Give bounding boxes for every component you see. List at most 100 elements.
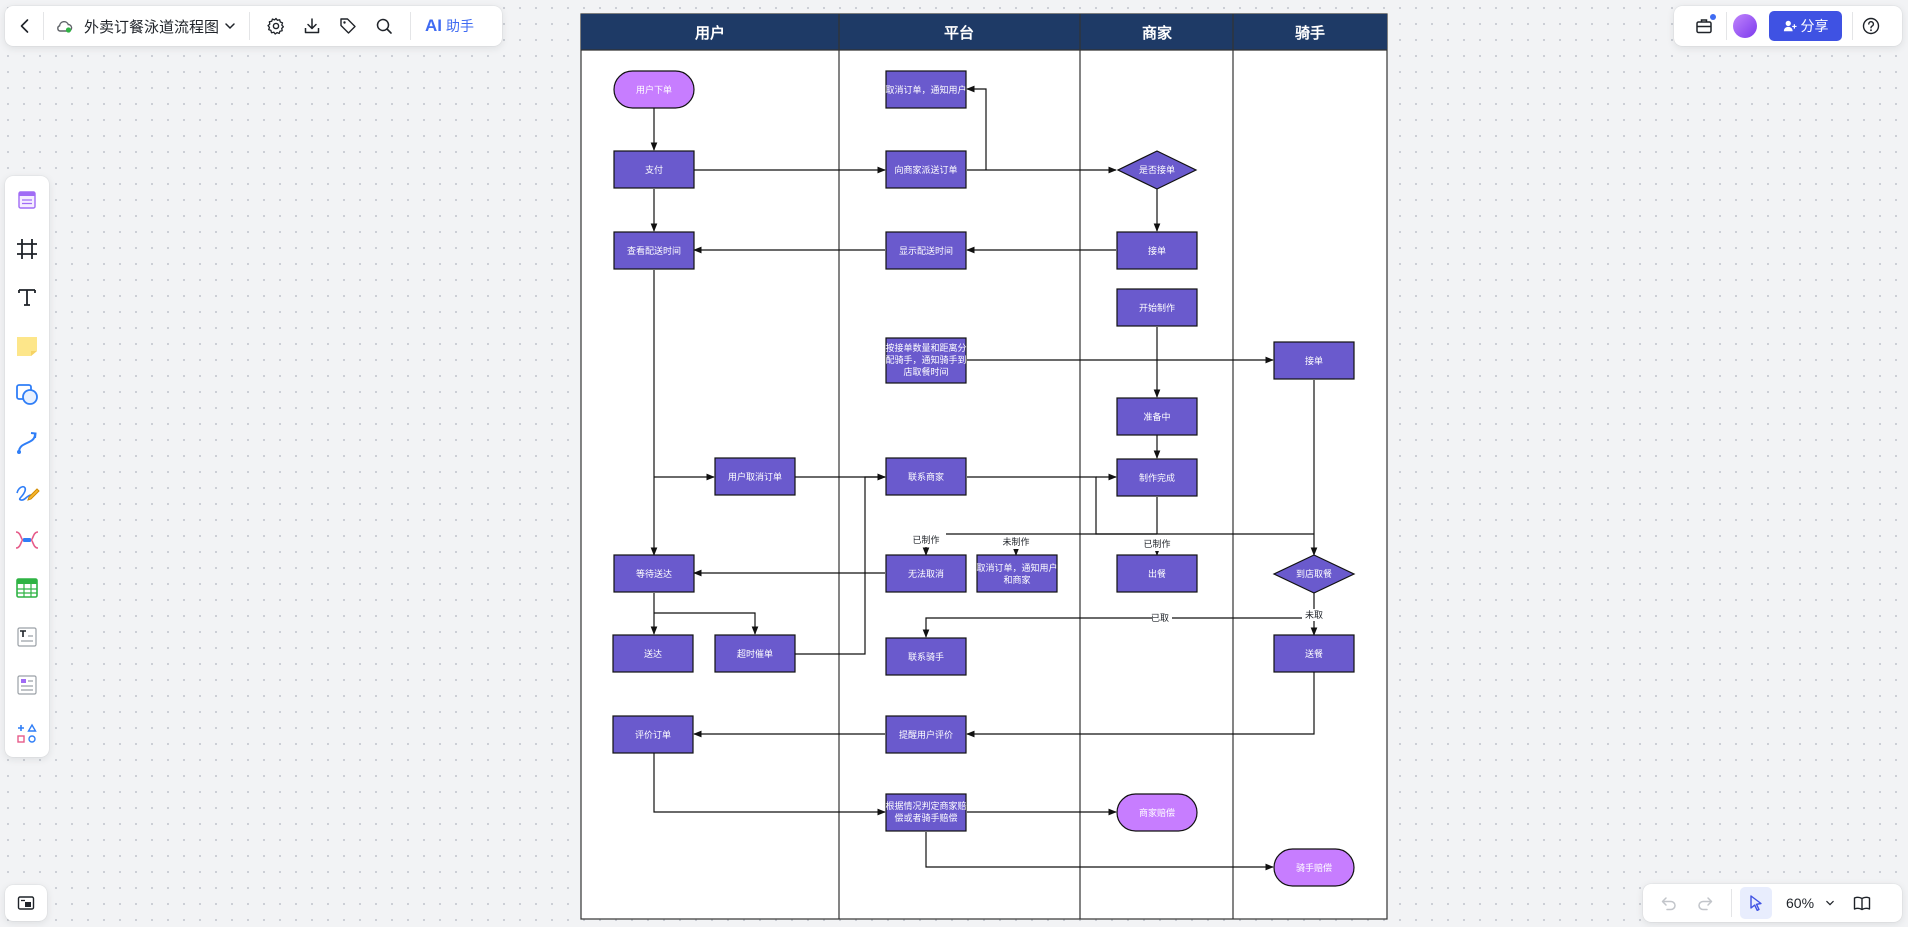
lane-title-merchant: 商家 xyxy=(1142,24,1172,42)
template-tool[interactable] xyxy=(5,176,49,225)
avatar[interactable] xyxy=(1733,14,1757,38)
node-remind-user-rate[interactable]: 提醒用户评价 xyxy=(885,715,967,754)
zoom-level: 60% xyxy=(1786,895,1815,911)
select-tool-button[interactable] xyxy=(1740,887,1772,919)
title-dropdown-button[interactable] xyxy=(219,8,241,44)
node-preparing[interactable]: 准备中 xyxy=(1116,397,1198,436)
sticky-note-tool[interactable] xyxy=(5,322,49,371)
reading-mode-button[interactable] xyxy=(1844,885,1880,921)
ai-assistant-button[interactable]: 助手 xyxy=(446,18,475,34)
top-toolbar: 外卖订餐泳道流程图 AI 助手 xyxy=(5,6,502,46)
decision-accept-order[interactable]: 是否接单 xyxy=(1116,150,1198,190)
svg-text:是否接单: 是否接单 xyxy=(1139,164,1175,175)
node-dispatch-to-merchant[interactable]: 向商家派送订单 xyxy=(885,150,967,189)
node-delivered[interactable]: 送达 xyxy=(612,634,694,673)
mindmap-icon xyxy=(15,530,39,549)
edge-label-made-1: 已制作 xyxy=(912,534,939,545)
node-start-cooking[interactable]: 开始制作 xyxy=(1116,288,1198,327)
svg-text:等待送达: 等待送达 xyxy=(636,568,672,579)
top-right-toolbar: 分享 xyxy=(1674,6,1902,46)
zoom-control[interactable]: 60% xyxy=(1780,895,1838,911)
svg-text:联系骑手: 联系骑手 xyxy=(908,651,944,662)
platform-lane-nodes: 取消订单，通知用户 向商家派送订单 显示配送时间 按接单数量和距离分 配骑手，通… xyxy=(885,70,1058,832)
node-contact-merchant[interactable]: 联系商家 xyxy=(885,457,967,496)
svg-text:超时催单: 超时催单 xyxy=(737,648,773,659)
node-show-delivery-time[interactable]: 显示配送时间 xyxy=(885,231,967,270)
svg-text:准备中: 准备中 xyxy=(1143,411,1170,422)
more-shapes-icon xyxy=(17,723,37,743)
edge-label-taken: 已取 xyxy=(1151,613,1169,623)
node-cannot-cancel[interactable]: 无法取消 xyxy=(885,554,967,593)
svg-text:制作完成: 制作完成 xyxy=(1139,472,1175,483)
more-shapes-tool[interactable] xyxy=(5,710,49,759)
connector-tool[interactable] xyxy=(5,419,49,468)
text-tool[interactable] xyxy=(5,273,49,322)
mindmap-tool[interactable] xyxy=(5,516,49,565)
node-user-order[interactable]: 用户下单 xyxy=(613,70,695,109)
node-merchant-compensation[interactable]: 商家赔偿 xyxy=(1116,793,1198,832)
edge-label-not-taken: 未取 xyxy=(1305,609,1323,620)
node-contact-rider[interactable]: 联系骑手 xyxy=(885,637,967,676)
decision-pickup-at-store[interactable]: 到店取餐 xyxy=(1272,554,1356,594)
node-merchant-accept[interactable]: 接单 xyxy=(1116,231,1198,270)
node-cancel-notify-user[interactable]: 取消订单，通知用户 xyxy=(885,70,967,109)
node-rate-order[interactable]: 评价订单 xyxy=(612,715,694,754)
toolbox-button[interactable] xyxy=(1686,8,1722,44)
chevron-left-icon xyxy=(20,19,29,33)
settings-button[interactable] xyxy=(258,8,294,44)
pen-tool[interactable] xyxy=(5,467,49,516)
briefcase-icon xyxy=(1696,19,1712,34)
node-overtime-reminder[interactable]: 超时催单 xyxy=(714,634,796,673)
gear-icon xyxy=(267,17,285,35)
svg-text:出餐: 出餐 xyxy=(1148,568,1166,579)
node-wait-delivery[interactable]: 等待送达 xyxy=(613,554,695,593)
frame-tool[interactable] xyxy=(5,225,49,274)
table-tool[interactable] xyxy=(5,564,49,613)
node-cooking-done[interactable]: 制作完成 xyxy=(1116,458,1198,497)
text-card-tool[interactable] xyxy=(5,613,49,662)
node-rider-compensation[interactable]: 骑手赔偿 xyxy=(1273,848,1355,887)
svg-text:用户取消订单: 用户取消订单 xyxy=(728,471,782,482)
node-assign-rider[interactable]: 按接单数量和距离分 配骑手，通知骑手到 店取餐时间 xyxy=(885,337,967,384)
pen-icon xyxy=(16,486,40,502)
tag-icon xyxy=(340,18,356,34)
cursor-icon xyxy=(1750,895,1762,911)
node-judge-compensation[interactable]: 根据情况判定商家赔 偿或者骑手赔偿 xyxy=(885,793,967,832)
svg-text:提醒用户评价: 提醒用户评价 xyxy=(899,729,953,740)
node-cancel-notify-both[interactable]: 取消订单，通知用户 和商家 xyxy=(976,554,1058,593)
node-pay[interactable]: 支付 xyxy=(613,150,695,189)
node-deliver-food[interactable]: 送餐 xyxy=(1273,634,1355,673)
node-serve-meal[interactable]: 出餐 xyxy=(1116,554,1198,593)
help-icon xyxy=(1862,17,1880,35)
node-user-cancel-order[interactable]: 用户取消订单 xyxy=(714,457,796,496)
help-button[interactable] xyxy=(1853,8,1889,44)
ai-logo[interactable]: AI xyxy=(425,16,443,35)
list-card-tool[interactable] xyxy=(5,661,49,710)
document-title[interactable]: 外卖订餐泳道流程图 xyxy=(84,18,220,36)
bottom-right-toolbar: 60% xyxy=(1643,884,1902,922)
swimlane-frame[interactable]: 用户 平台 商家 骑手 xyxy=(580,13,1388,920)
shape-tool[interactable] xyxy=(5,370,49,419)
svg-text:商家赔偿: 商家赔偿 xyxy=(1139,807,1175,818)
back-button[interactable] xyxy=(7,8,43,44)
svg-text:配骑手，通知骑手到: 配骑手，通知骑手到 xyxy=(885,354,966,365)
left-tool-panel xyxy=(5,176,49,757)
share-button[interactable]: 分享 xyxy=(1769,11,1842,41)
svg-text:送餐: 送餐 xyxy=(1305,648,1323,659)
svg-text:接单: 接单 xyxy=(1148,245,1166,256)
node-view-delivery-time[interactable]: 查看配送时间 xyxy=(613,231,695,270)
svg-text:接单: 接单 xyxy=(1305,355,1323,366)
tag-button[interactable] xyxy=(330,8,366,44)
divider xyxy=(1852,12,1853,40)
node-rider-accept[interactable]: 接单 xyxy=(1273,341,1355,380)
notification-dot xyxy=(1710,14,1716,20)
search-button[interactable] xyxy=(366,8,402,44)
svg-text:送达: 送达 xyxy=(644,648,662,659)
redo-button[interactable] xyxy=(1687,885,1723,921)
download-button[interactable] xyxy=(294,8,330,44)
undo-button[interactable] xyxy=(1651,885,1687,921)
minimap-button[interactable] xyxy=(5,885,47,921)
cloud-sync-icon[interactable] xyxy=(50,8,78,44)
chevron-down-icon xyxy=(1826,900,1834,906)
